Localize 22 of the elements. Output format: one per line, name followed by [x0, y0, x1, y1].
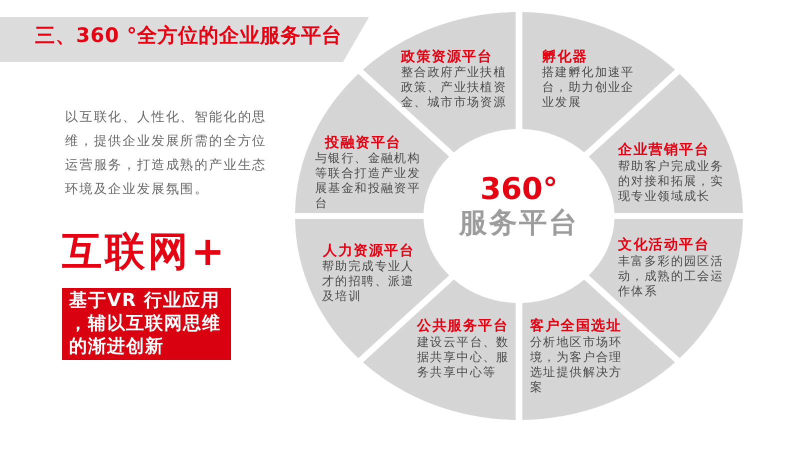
- segment-description: 与银行、金融机构等联合打造产业发展基金和投融资平台: [315, 151, 422, 211]
- segment-title: 孵化器: [542, 49, 588, 65]
- segment-description: 分析地区市场环境，为客户合理选址提供解决方案: [530, 335, 624, 395]
- segment-description: 建设云平台、数据共享中心、服务共享中心等: [417, 335, 510, 380]
- segment-description: 帮助完成专业人才的招聘、派遣及培训: [322, 259, 416, 304]
- segment-description: 帮助客户完成业务的对接和拓展，实现专业领域成长: [618, 159, 725, 204]
- segment-title: 政策资源平台: [401, 49, 493, 65]
- segment-title: 人力资源平台: [323, 243, 415, 259]
- segment-title: 企业营销平台: [618, 142, 710, 158]
- segment-description: 整合政府产业扶植政策、产业扶植资金、城市市场资源: [401, 65, 508, 110]
- segment-title: 客户全国选址: [530, 318, 622, 334]
- title-text: 三、360 °全方位的企业服务平台: [35, 22, 342, 48]
- highlight-text: 基于VR 行业应用，辅以互联网思维的渐进创新: [69, 289, 222, 358]
- segment-title: 文化活动平台: [618, 237, 710, 253]
- slogan-text: 互联网+: [62, 229, 228, 275]
- segment-title: 公共服务平台: [417, 318, 509, 334]
- segment-description: 搭建孵化加速平台，助力创业企业发展: [542, 65, 636, 110]
- intro-paragraph: 以互联化、人性化、智能化的思维，提供企业发展所需的全方位运营服务，打造成熟的产业生态环境及企业发展氛围。: [65, 109, 268, 199]
- center-subheading: 服务平台: [458, 206, 580, 240]
- center-heading: 360°: [479, 172, 559, 208]
- segment-description: 丰富多彩的园区活动，成熟的工会运作体系: [618, 254, 725, 299]
- segment-title: 投融资平台: [325, 135, 402, 151]
